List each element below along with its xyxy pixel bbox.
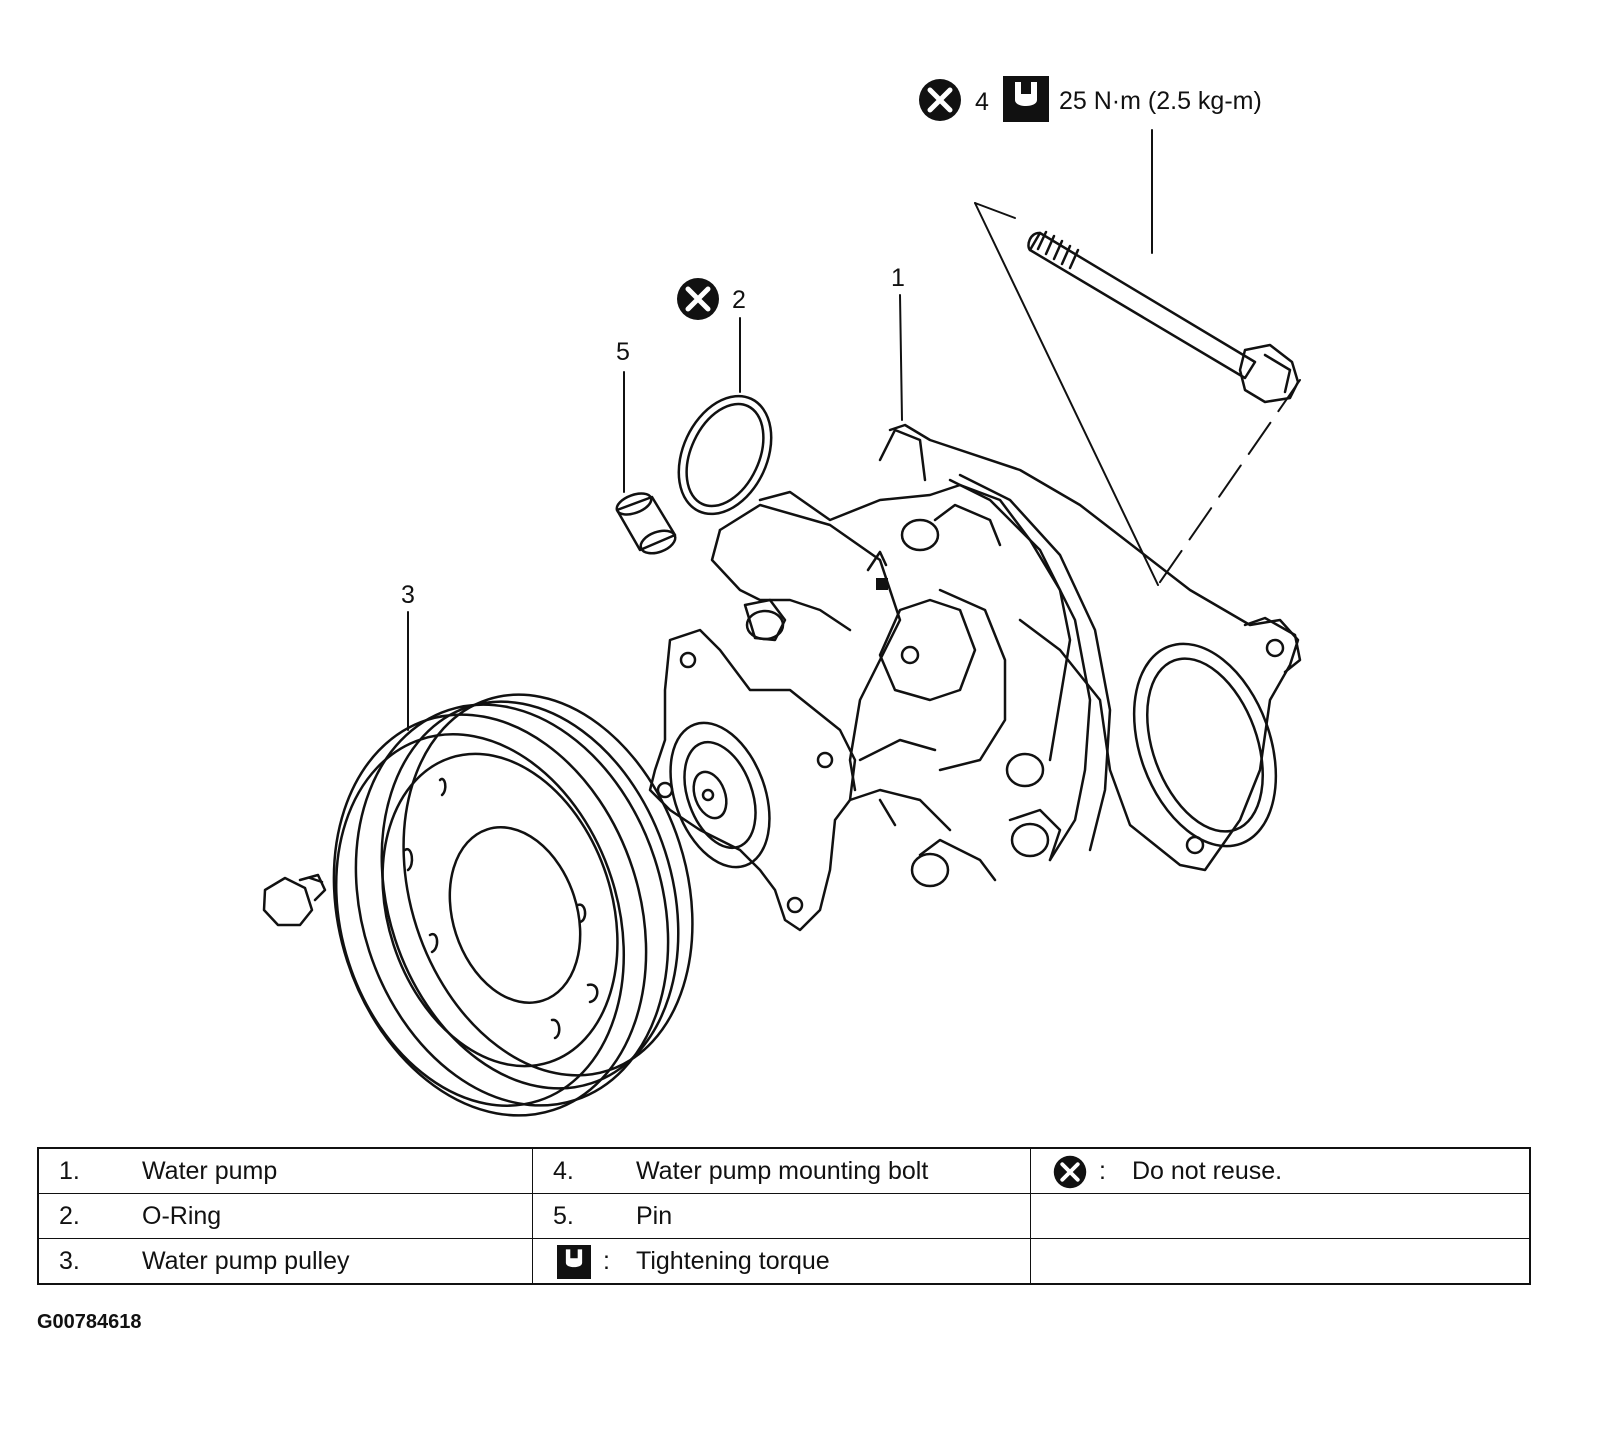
mounting-bolt-part-4 bbox=[1027, 230, 1300, 404]
x-circle-icon bbox=[677, 278, 719, 320]
legend-num: 4. bbox=[553, 1157, 574, 1185]
x-circle-icon bbox=[919, 79, 961, 121]
o-ring-part-2 bbox=[677, 394, 773, 516]
legend-divider bbox=[1030, 1149, 1031, 1283]
callout-1: 1 bbox=[891, 264, 905, 292]
legend-text: O-Ring bbox=[142, 1202, 222, 1230]
legend-colon: : bbox=[1099, 1157, 1106, 1185]
legend-row: 3. Water pump pulley : Tightening torque bbox=[39, 1239, 1529, 1284]
legend-text: Water pump pulley bbox=[142, 1247, 350, 1275]
legend-text: Water pump bbox=[142, 1157, 278, 1185]
legend-num: 3. bbox=[59, 1247, 80, 1275]
water-pump-pulley-part-3 bbox=[332, 693, 694, 1117]
legend-text: Water pump mounting bolt bbox=[636, 1157, 929, 1185]
callout-2: 2 bbox=[732, 286, 746, 314]
legend-divider bbox=[39, 1238, 1529, 1239]
leader-lines bbox=[407, 129, 1301, 731]
pulley-bolt bbox=[262, 873, 327, 927]
torque-spec: 25 N·m (2.5 kg-m) bbox=[1059, 87, 1262, 115]
legend-colon: : bbox=[603, 1247, 610, 1275]
callout-4: 4 bbox=[975, 88, 989, 116]
torque-wrench-icon bbox=[1003, 76, 1049, 122]
legend-row: 1. Water pump 4. Water pump mounting bol… bbox=[39, 1149, 1529, 1194]
legend-table: 1. Water pump 4. Water pump mounting bol… bbox=[37, 1147, 1531, 1285]
pin-part-5 bbox=[615, 492, 677, 555]
legend-num: 1. bbox=[59, 1157, 80, 1185]
water-pump-part-1 bbox=[648, 423, 1302, 932]
exploded-view-drawing bbox=[262, 129, 1302, 1117]
callout-5: 5 bbox=[616, 338, 630, 366]
legend-text: Do not reuse. bbox=[1132, 1157, 1283, 1185]
x-circle-icon bbox=[1053, 1149, 1087, 1194]
legend-divider bbox=[532, 1149, 533, 1283]
legend-num: 5. bbox=[553, 1202, 574, 1230]
callout-3: 3 bbox=[401, 581, 415, 609]
legend-text: Pin bbox=[636, 1202, 673, 1230]
legend-text: Tightening torque bbox=[636, 1247, 830, 1275]
figure-id: G00784618 bbox=[37, 1311, 142, 1333]
legend-row: 2. O-Ring 5. Pin bbox=[39, 1194, 1529, 1239]
legend-divider bbox=[39, 1193, 1529, 1194]
torque-wrench-icon bbox=[557, 1239, 591, 1284]
legend-num: 2. bbox=[59, 1202, 80, 1230]
